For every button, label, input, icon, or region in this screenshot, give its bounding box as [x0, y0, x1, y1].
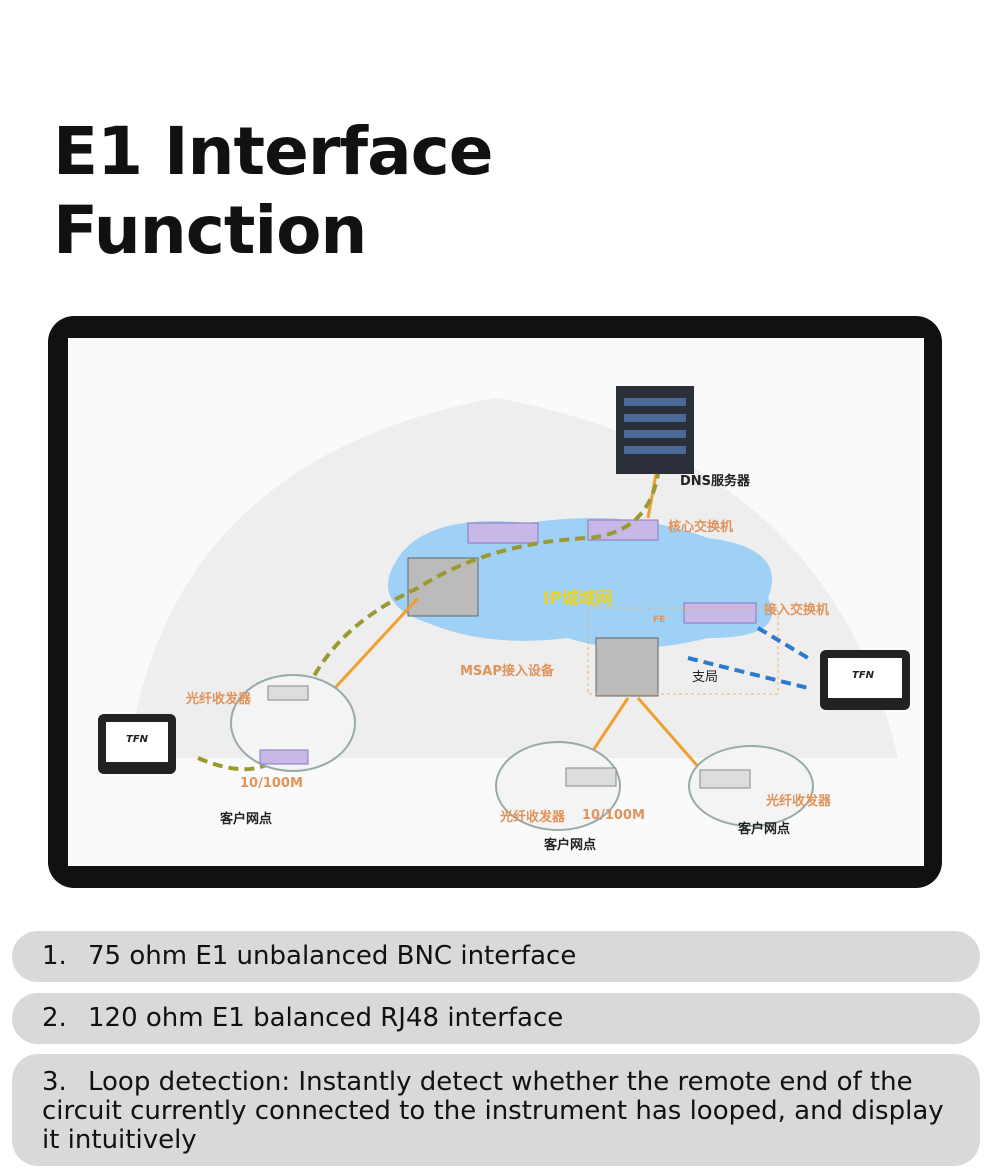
core-switch-label: 核心交换机: [668, 520, 734, 535]
fe-label: FE: [653, 615, 666, 625]
msap-chassis-icon: [595, 637, 659, 697]
customer-right-label: 客户网点: [738, 822, 791, 837]
tablet-frame: DNS服务器 核心交换机 IP城域网 接入交换机 FE MSAP接入设备 支局 …: [48, 316, 942, 888]
customer-cloud-mid: [495, 741, 621, 831]
device-logo-left: TFN: [126, 734, 149, 745]
feature-number: 3.: [42, 1067, 67, 1097]
customer-cloud-right: [688, 745, 814, 827]
customer-left-label: 客户网点: [220, 812, 273, 827]
access-switch-icon: [683, 602, 757, 624]
speed-left-label: 10/100M: [240, 776, 303, 791]
ip-network-label: IP城域网: [543, 589, 613, 609]
feature-text: Loop detection: Instantly detect whether…: [42, 1067, 944, 1155]
speed-mid-label: 10/100M: [582, 808, 645, 823]
fiber-transceiver-left-label: 光纤收发器: [186, 692, 252, 707]
access-switch-label: 接入交换机: [764, 603, 830, 618]
tester-device-right: [820, 650, 910, 710]
device-logo-right: TFN: [852, 670, 875, 681]
feature-text: 120 ohm E1 balanced RJ48 interface: [88, 1003, 564, 1033]
core-switch-icon: [467, 519, 659, 544]
title-line-2: Function: [53, 192, 367, 269]
chassis-icon: [407, 557, 479, 617]
feature-item: 1. 75 ohm E1 unbalanced BNC interface: [12, 931, 980, 982]
msap-label: MSAP接入设备: [460, 664, 554, 679]
branch-label: 支局: [692, 670, 719, 685]
feature-item: 3.Loop detection: Instantly detect wheth…: [12, 1054, 980, 1166]
fiber-transceiver-mid-label: 光纤收发器: [500, 810, 566, 825]
feature-text: 75 ohm E1 unbalanced BNC interface: [88, 941, 577, 971]
tester-device-left: [98, 714, 176, 774]
ip-network-cloud: [388, 518, 772, 648]
customer-cloud-left: [230, 674, 356, 772]
fiber-transceiver-right-label: 光纤收发器: [766, 794, 832, 809]
dns-server-label: DNS服务器: [680, 474, 751, 489]
feature-number: 1.: [42, 941, 67, 971]
feature-item: 2. 120 ohm E1 balanced RJ48 interface: [12, 993, 980, 1044]
diagram-graphics: [98, 386, 910, 831]
network-diagram: DNS服务器 核心交换机 IP城域网 接入交换机 FE MSAP接入设备 支局 …: [68, 338, 924, 866]
loop-path: [687, 626, 810, 690]
customer-mid-label: 客户网点: [544, 838, 597, 853]
dns-server-icon: [616, 386, 694, 474]
feature-number: 2.: [42, 1003, 67, 1033]
title-line-1: E1 Interface: [53, 113, 494, 190]
